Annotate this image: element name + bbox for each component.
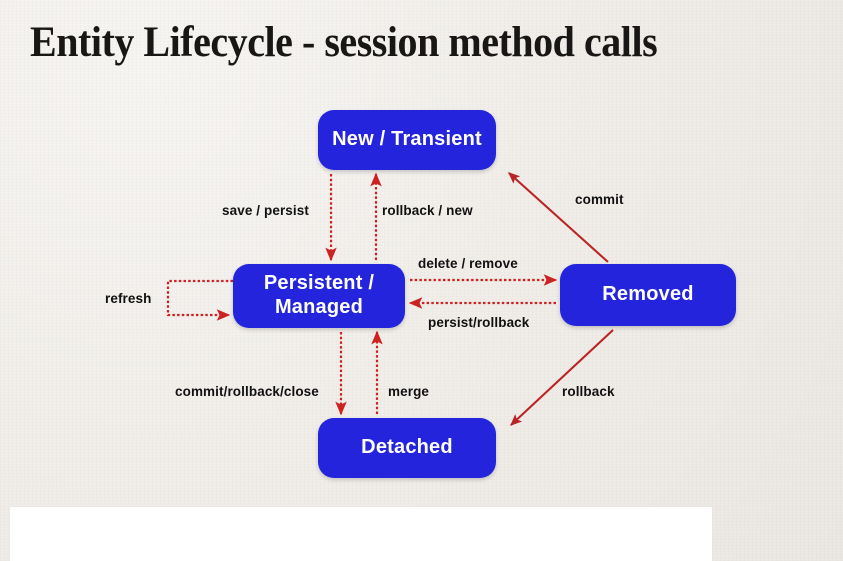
state-node-detached[interactable]: Detached (318, 418, 496, 478)
edge-refresh (166, 279, 233, 321)
state-node-persistent-managed-label: Persistent / Managed (264, 272, 374, 319)
edge-label-refresh: refresh (105, 291, 152, 306)
state-node-persistent-managed-line1: Persistent / (263, 272, 375, 295)
edge-label-delete-remove: delete / remove (418, 256, 518, 271)
edge-label-commit-rollback-close: commit/rollback/close (175, 384, 319, 399)
edge-label-merge: merge (388, 384, 430, 399)
state-node-new-transient-label: New / Transient (332, 128, 482, 151)
bottom-white-panel (10, 507, 712, 561)
edge-label-commit: commit (575, 192, 624, 207)
edge-label-persist-rollback: persist/rollback (428, 315, 530, 330)
edge-label-save-persist: save / persist (222, 203, 309, 218)
state-node-removed-label: Removed (602, 283, 694, 306)
state-node-persistent-managed-line2: Managed (274, 296, 364, 318)
state-node-persistent-managed[interactable]: Persistent / Managed (233, 264, 405, 328)
state-node-new-transient[interactable]: New / Transient (318, 110, 496, 170)
state-node-detached-label: Detached (361, 436, 453, 459)
page-title: Entity Lifecycle - session method calls (30, 19, 658, 66)
edge-rollback (510, 329, 614, 426)
state-node-removed[interactable]: Removed (560, 264, 736, 326)
edge-label-rollback: rollback (562, 384, 615, 399)
edge-label-rollback-new: rollback / new (382, 203, 473, 218)
edge-commit (508, 172, 609, 263)
